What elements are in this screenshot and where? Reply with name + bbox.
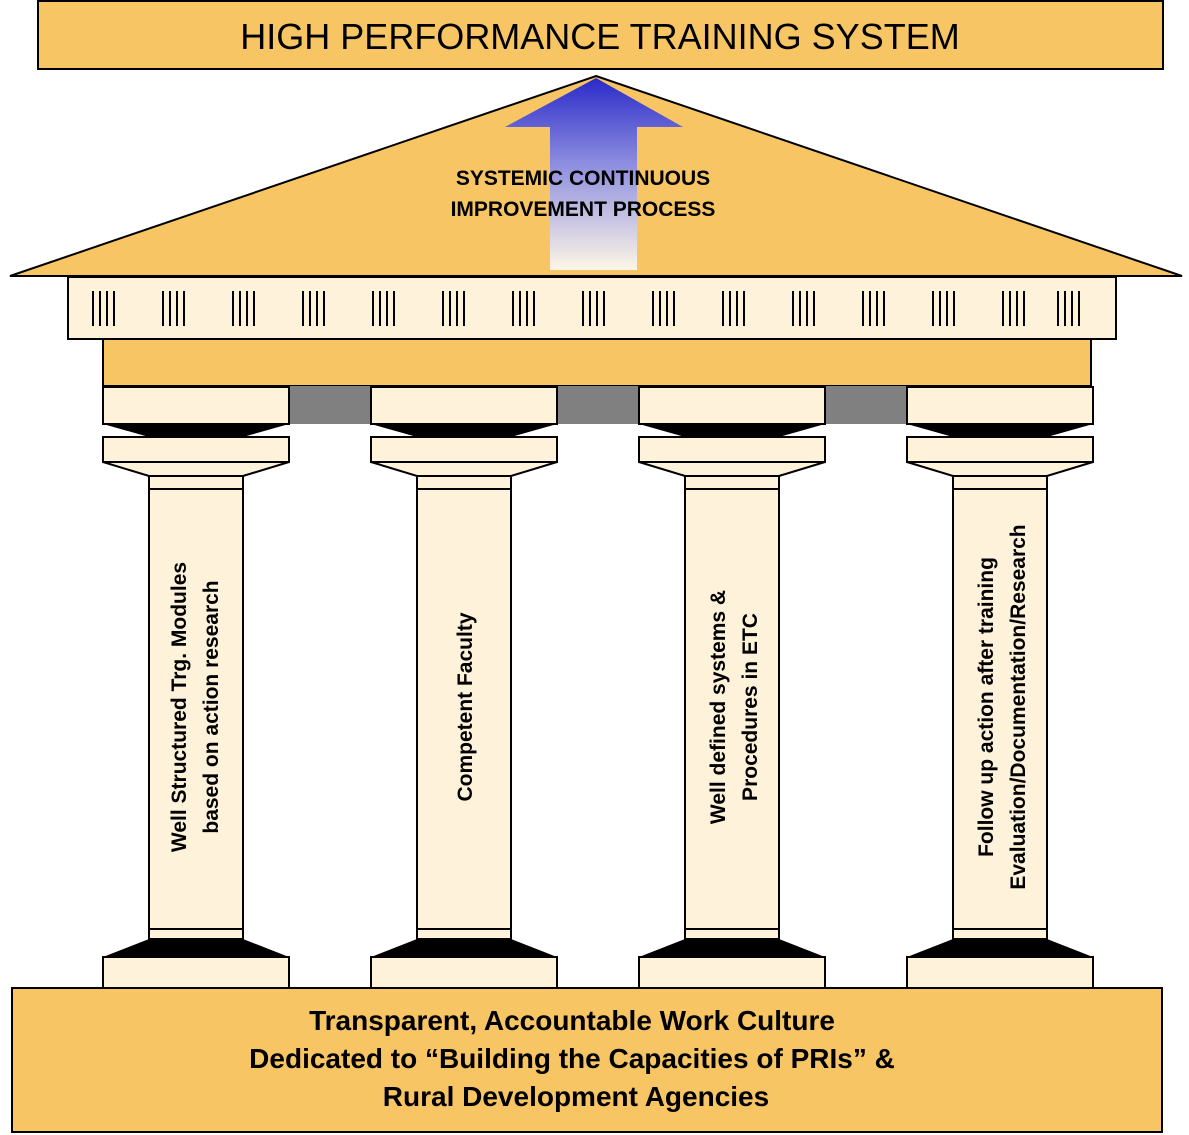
capital-collar (638, 436, 826, 463)
pillar-1-label-line2: based on action research (200, 580, 223, 833)
pillar-4-label-line1: Follow up action after training (975, 557, 998, 857)
base-flare (371, 939, 557, 957)
pillar-2-label-line1: Competent Faculty (454, 612, 477, 801)
capital-neck (906, 461, 1094, 477)
capital-block (906, 386, 1094, 425)
foundation: Transparent, Accountable Work Culture De… (11, 987, 1163, 1133)
capital-block (370, 386, 558, 425)
pillar-2 (370, 386, 558, 989)
pillar-shaft (952, 475, 1048, 940)
pillar-3-label-line1: Well defined systems & (707, 590, 730, 824)
pillar-plinth (102, 956, 290, 989)
foundation-line1: Transparent, Accountable Work Culture (309, 1005, 835, 1036)
capital-collar (370, 436, 558, 463)
foundation-box (11, 987, 1163, 1133)
pillar-1-label: Well Structured Trg. Modules based on ac… (168, 562, 223, 852)
capital-neck (638, 461, 826, 477)
base-flare (103, 939, 289, 957)
capital-collar (102, 436, 290, 463)
pillars (102, 386, 1094, 989)
foundation-line3: Rural Development Agencies (383, 1081, 769, 1112)
pillar-4 (906, 386, 1094, 989)
capital-block (102, 386, 290, 425)
pillar-2-label: Competent Faculty (454, 612, 477, 801)
base-flare (639, 939, 825, 957)
capital-taper (639, 424, 825, 437)
pillar-plinth (906, 956, 1094, 989)
capital-collar (906, 436, 1094, 463)
pillar-4-label: Follow up action after training Evaluati… (975, 524, 1030, 889)
foundation-line2: Dedicated to “Building the Capacities of… (249, 1043, 895, 1074)
frieze-marks (92, 291, 1080, 326)
pillar-shaft (684, 475, 780, 940)
capital-taper (907, 424, 1093, 437)
pillar-plinth (370, 956, 558, 989)
pillar-1-label-line1: Well Structured Trg. Modules (168, 562, 191, 852)
title-banner: HIGH PERFORMANCE TRAINING SYSTEM (37, 0, 1164, 70)
base-flare (907, 939, 1093, 957)
roof-text-line1: SYSTEMIC CONTINUOUS (456, 167, 710, 190)
roof-text-line2: IMPROVEMENT PROCESS (451, 198, 716, 221)
title-text: HIGH PERFORMANCE TRAINING SYSTEM (240, 16, 959, 57)
capital-taper (103, 424, 289, 437)
pillar-shaft (416, 475, 512, 940)
pillar-plinth (638, 956, 826, 989)
capital-block (638, 386, 826, 425)
title-box (37, 0, 1164, 70)
pillar-4-label-line2: Evaluation/Documentation/Research (1007, 524, 1030, 889)
pillar-3-label-line2: Procedures in ETC (739, 613, 762, 801)
capital-neck (370, 461, 558, 477)
capital-taper (371, 424, 557, 437)
roof: SYSTEMIC CONTINUOUS IMPROVEMENT PROCESS (9, 74, 1183, 277)
pillar-3 (638, 386, 826, 989)
frieze-band (67, 276, 1117, 340)
pillar-shaft (148, 475, 244, 940)
up-arrow (505, 78, 683, 270)
architrave (102, 338, 1092, 387)
frieze (67, 276, 1117, 340)
capital-neck (102, 461, 290, 477)
pillar-3-label: Well defined systems & Procedures in ETC (707, 590, 762, 824)
pillar-1 (102, 386, 290, 989)
